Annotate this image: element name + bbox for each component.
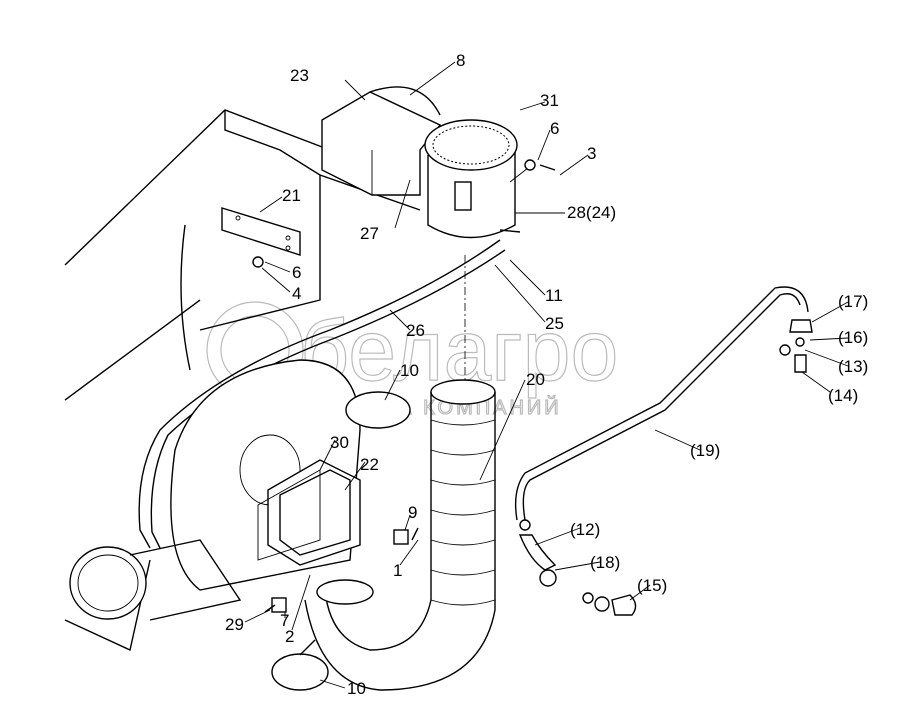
label-11: 11 <box>545 286 563 305</box>
label-17: (17) <box>838 292 868 311</box>
label-22: 22 <box>360 455 379 474</box>
label-27: 27 <box>360 224 379 243</box>
label-14: (14) <box>828 386 858 405</box>
clamp-10-bottom <box>271 653 329 691</box>
adapter-22 <box>257 459 361 566</box>
flex-hose-20 <box>304 379 496 691</box>
label-8: 8 <box>456 51 465 70</box>
clamp-10-top <box>345 391 411 429</box>
label-1: 1 <box>393 561 402 580</box>
label-25: 25 <box>545 314 564 333</box>
label-31: 31 <box>540 91 559 110</box>
label-29: 29 <box>225 615 244 634</box>
label-19: (19) <box>690 441 720 460</box>
leader-lines <box>244 61 849 689</box>
label-4: 4 <box>292 284 301 303</box>
label-10-bottom: 10 <box>347 679 366 698</box>
filter-28 <box>424 119 556 239</box>
label-16: (16) <box>838 328 868 347</box>
cover-23 <box>321 86 442 196</box>
label-9: 9 <box>408 503 417 522</box>
label-28-24: 28(24) <box>567 203 616 222</box>
plate-21 <box>221 207 301 268</box>
pipe-19 <box>514 286 813 616</box>
label-12: (12) <box>570 520 600 539</box>
label-30: 30 <box>330 433 349 452</box>
label-6-top: 6 <box>550 119 559 138</box>
fasteners <box>264 527 419 691</box>
label-21: 21 <box>282 186 301 205</box>
label-20: 20 <box>526 370 545 389</box>
label-7: 7 <box>280 611 289 630</box>
label-18: (18) <box>590 553 620 572</box>
label-26: 26 <box>406 321 425 340</box>
label-6-left: 6 <box>292 263 301 282</box>
label-10-top: 10 <box>400 361 419 380</box>
label-13: (13) <box>838 357 868 376</box>
label-15: (15) <box>637 576 667 595</box>
part-labels: 8 23 31 6 3 21 28(24) 27 6 4 11 25 26 10… <box>225 51 868 698</box>
label-3: 3 <box>587 144 596 163</box>
label-23: 23 <box>290 66 309 85</box>
label-2: 2 <box>285 627 294 646</box>
